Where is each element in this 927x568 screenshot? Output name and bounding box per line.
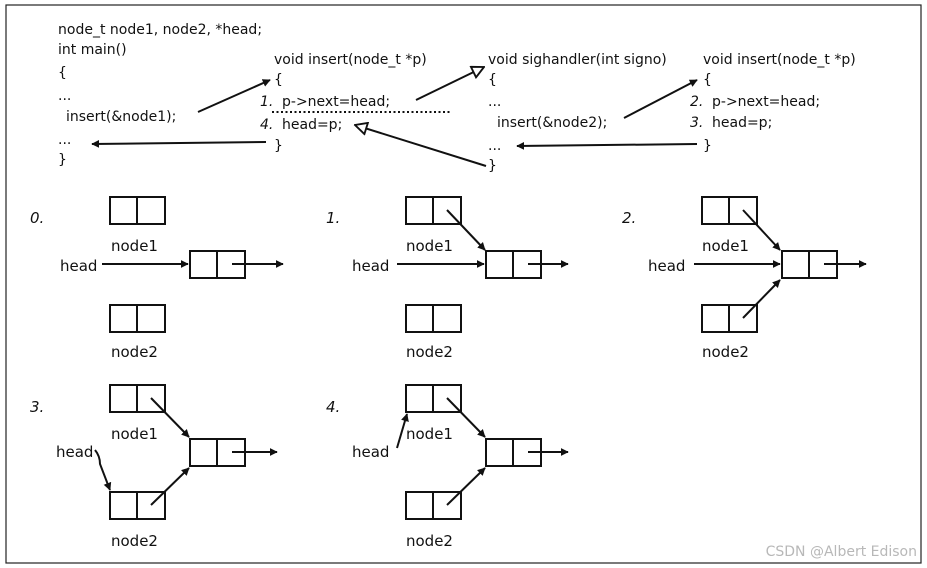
call-insert1-arrow — [197, 79, 271, 113]
insert2-step-2-label: 2. — [690, 94, 703, 110]
panel-3-head-arrow — [94, 449, 112, 491]
panel-4-step-label: 4. — [326, 398, 340, 416]
panel-4-node2-label: node2 — [406, 532, 453, 550]
panel-3-node1-next-arrow — [150, 397, 190, 438]
panel-1-node2-label: node2 — [406, 343, 453, 361]
sighandler-line-5: ... — [488, 138, 501, 154]
panel-2-node1-next-arrow — [742, 209, 781, 251]
main-code-line-3: { — [58, 65, 67, 81]
panel-step-4: 4. node1 head node2 — [326, 384, 569, 550]
insert-code-block-1: void insert(node_t *p) { 1. p->next=head… — [260, 52, 427, 154]
panel-3-step-label: 3. — [30, 398, 44, 416]
panel-step-0: 0. node1 head node2 — [30, 196, 284, 361]
main-code-line-1: node_t node1, node2, *head; — [58, 22, 262, 38]
insert2-close-brace: } — [703, 138, 712, 154]
insert2-line-head: head=p; — [712, 115, 772, 131]
panel-0-node1-label: node1 — [111, 237, 158, 255]
panel-step-1: 1. node1 head node2 — [326, 196, 569, 361]
sighandler-code-block: void sighandler(int signo) { ... insert(… — [488, 52, 667, 174]
sighandler-line-3: ... — [488, 94, 501, 110]
panel-3-node2-next-arrow — [150, 467, 190, 506]
insert2-signature: void insert(node_t *p) — [703, 52, 856, 68]
main-code-line-6: ... — [58, 132, 71, 148]
panel-3-node2-label: node2 — [111, 532, 158, 550]
insert1-close-brace: } — [274, 138, 283, 154]
insert1-step-4-label: 4. — [260, 117, 273, 133]
main-code-line-4: ... — [58, 88, 71, 104]
panel-3-node1-label: node1 — [111, 425, 158, 443]
sighandler-line-6: } — [488, 158, 497, 174]
panel-1-node1-next-arrow — [446, 209, 486, 251]
insert2-open-brace: { — [703, 72, 712, 88]
watermark: CSDN @Albert Edison — [766, 544, 917, 560]
insert1-open-brace: { — [274, 72, 283, 88]
panel-3-head-label: head — [56, 443, 93, 461]
main-code-line-7: } — [58, 152, 67, 168]
insert1-signature: void insert(node_t *p) — [274, 52, 427, 68]
panel-2-node2-label: node2 — [702, 343, 749, 361]
panel-1-head-label: head — [352, 257, 389, 275]
sighandler-line-1: void sighandler(int signo) — [488, 52, 667, 68]
panel-step-3: 3. node1 head node2 — [30, 384, 278, 550]
insert2-step-3-label: 3. — [690, 115, 703, 131]
panel-2-node1-label: node1 — [702, 237, 749, 255]
panel-1-step-label: 1. — [326, 209, 340, 227]
signal-enter-arrow — [415, 67, 484, 101]
panel-4-node1-next-arrow — [446, 397, 486, 438]
figure-frame — [5, 4, 922, 564]
insert2-line-next: p->next=head; — [712, 94, 820, 110]
return-handler-arrow — [516, 141, 698, 150]
panel-4-head-label: head — [352, 443, 389, 461]
panel-1-node1-label: node1 — [406, 237, 453, 255]
panel-0-step-label: 0. — [30, 209, 44, 227]
panel-2-step-label: 2. — [622, 209, 636, 227]
panel-step-2: 2. node1 head node2 — [622, 196, 867, 361]
main-code-block: node_t node1, node2, *head; int main() {… — [58, 22, 262, 168]
control-flow-arrows — [91, 67, 698, 167]
panel-0-node2-label: node2 — [111, 343, 158, 361]
panel-2-head-label: head — [648, 257, 685, 275]
insert1-line-next: p->next=head; — [282, 94, 390, 110]
call-insert2-arrow — [623, 79, 698, 119]
signal-return-arrow — [355, 125, 487, 167]
panel-0-head-label: head — [60, 257, 97, 275]
main-code-line-5: insert(&node1); — [66, 109, 176, 125]
sighandler-line-4: insert(&node2); — [497, 115, 607, 131]
return-main-arrow — [91, 139, 267, 148]
panel-2-node2-next-arrow — [742, 279, 781, 319]
insert1-line-head: head=p; — [282, 117, 342, 133]
panel-4-node1-label: node1 — [406, 425, 453, 443]
insert-code-block-2: void insert(node_t *p) { 2. p->next=head… — [690, 52, 856, 154]
main-code-line-2: int main() — [58, 42, 127, 58]
panel-4-head-arrow — [396, 413, 409, 449]
insert1-step-1-label: 1. — [260, 94, 273, 110]
panel-4-node2-next-arrow — [446, 467, 486, 506]
sighandler-line-2: { — [488, 72, 497, 88]
